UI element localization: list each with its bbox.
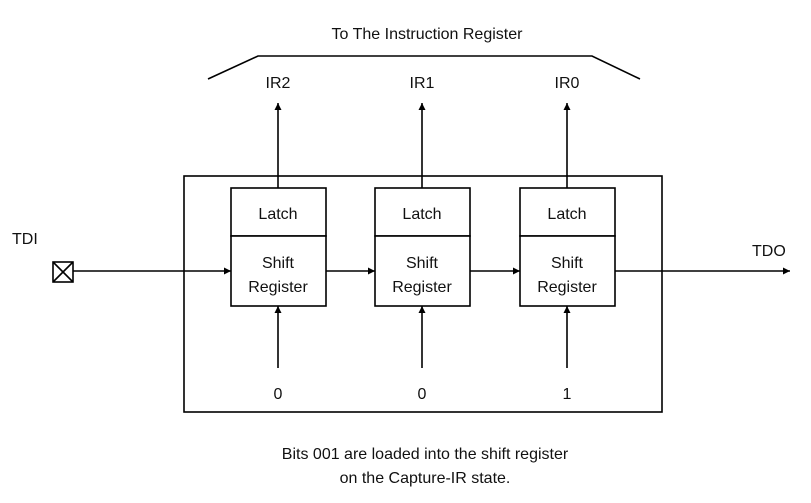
latch-label-1: Latch — [258, 206, 297, 223]
latch-label-2: Latch — [402, 206, 441, 223]
shift-register-box-1 — [230, 235, 327, 307]
latch-label-3: Latch — [547, 206, 586, 223]
tdo-label: TDO — [752, 243, 786, 260]
register-label-2: Register — [392, 279, 452, 296]
caption-line-2: on the Capture-IR state. — [340, 470, 511, 487]
register-label-3: Register — [537, 279, 597, 296]
shift-label-2: Shift — [406, 255, 439, 272]
caption-line-1: Bits 001 are loaded into the shift regis… — [282, 446, 569, 463]
tdi-pin-icon — [52, 261, 74, 283]
tdi-label: TDI — [12, 231, 38, 248]
input-value-1: 0 — [274, 386, 283, 403]
output-label-ir1: IR1 — [410, 75, 435, 92]
output-label-ir2: IR2 — [266, 75, 291, 92]
output-label-ir0: IR0 — [555, 75, 580, 92]
shift-label-1: Shift — [262, 255, 295, 272]
latch-box-3 — [519, 187, 616, 237]
header-title: To The Instruction Register — [332, 26, 524, 43]
bracket-line — [207, 55, 641, 80]
input-value-2: 0 — [418, 386, 427, 403]
latch-box-2 — [374, 187, 471, 237]
input-value-3: 1 — [563, 386, 572, 403]
register-label-1: Register — [248, 279, 308, 296]
shift-label-3: Shift — [551, 255, 584, 272]
